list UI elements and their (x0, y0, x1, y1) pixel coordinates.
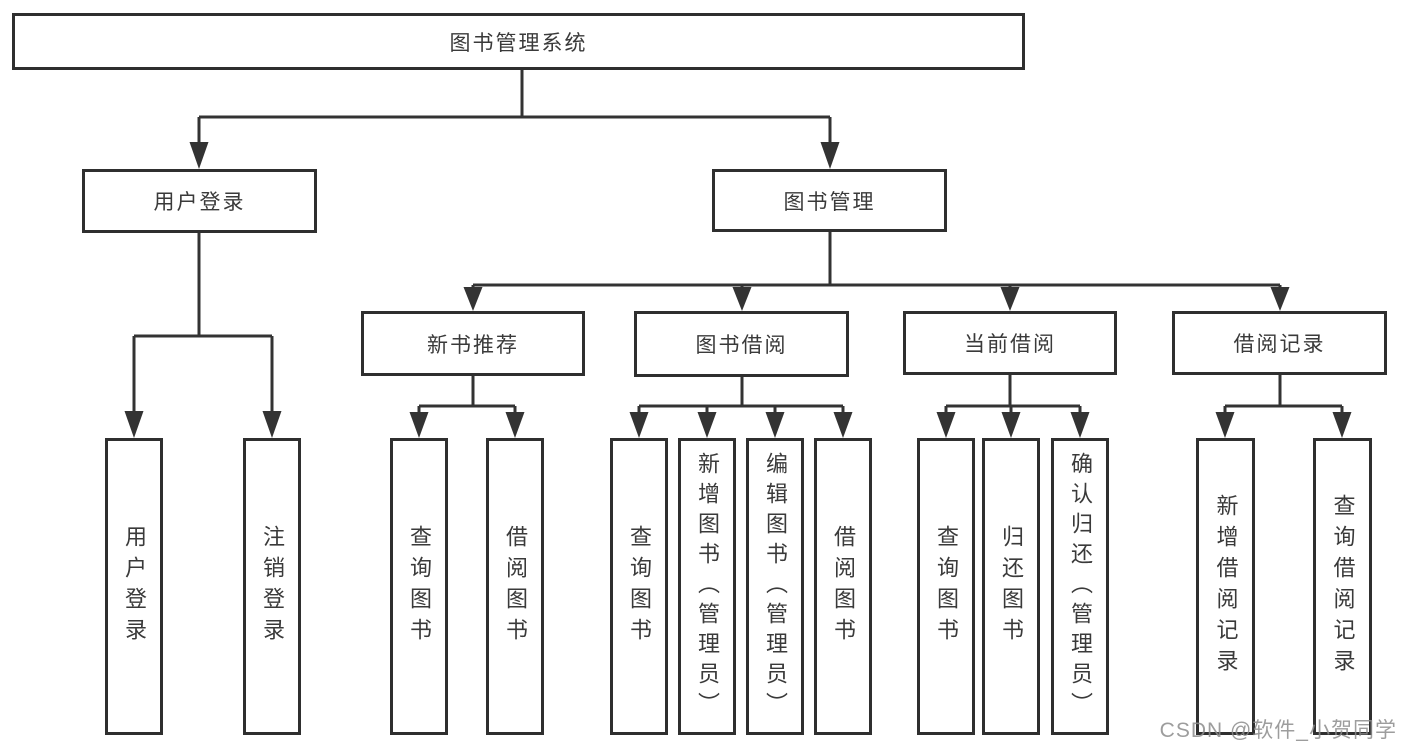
leaf-return-books-label: 归还图书 (999, 524, 1024, 649)
leaf-query-books-3-label: 查询图书 (934, 524, 959, 649)
leaf-query-borrow-record-label: 查询借阅记录 (1330, 493, 1356, 680)
node-book-borrowing: 图书借阅 (634, 311, 849, 377)
leaf-borrow-books-2-label: 借阅图书 (831, 524, 856, 649)
leaf-add-books-admin: 新增图书（管理员） (678, 438, 736, 735)
node-new-book-recommend-label: 新书推荐 (427, 333, 519, 357)
node-new-book-recommend: 新书推荐 (361, 311, 585, 376)
leaf-add-books-admin-label: 新增图书（管理员） (695, 451, 720, 722)
leaf-confirm-return-admin-label: 确认归还（管理员） (1068, 451, 1093, 722)
node-book-management-label: 图书管理 (783, 190, 876, 214)
leaf-query-books-3: 查询图书 (917, 438, 975, 735)
leaf-borrow-books-1-label: 借阅图书 (503, 524, 528, 649)
leaf-user-login-label: 用户登录 (122, 524, 147, 649)
leaf-user-login: 用户登录 (105, 438, 163, 735)
leaf-query-books-2: 查询图书 (610, 438, 668, 735)
node-root: 图书管理系统 (12, 13, 1025, 70)
leaf-borrow-books-2: 借阅图书 (814, 438, 872, 735)
leaf-query-books-2-label: 查询图书 (627, 524, 652, 649)
leaf-return-books: 归还图书 (982, 438, 1040, 735)
node-user-login: 用户登录 (82, 169, 317, 233)
node-root-label: 图书管理系统 (449, 31, 588, 55)
csdn-watermark: CSDN @软件_小贺同学 (1159, 719, 1397, 742)
leaf-logout-login: 注销登录 (243, 438, 301, 735)
leaf-add-borrow-record-label: 新增借阅记录 (1213, 493, 1239, 680)
node-borrowing-records: 借阅记录 (1172, 311, 1387, 375)
leaf-edit-books-admin-label: 编辑图书（管理员） (763, 451, 788, 722)
leaf-query-books-1-label: 查询图书 (407, 524, 432, 649)
node-user-login-label: 用户登录 (153, 191, 246, 214)
node-book-management: 图书管理 (712, 169, 947, 232)
node-book-borrowing-label: 图书借阅 (695, 334, 788, 357)
node-borrowing-records-label: 借阅记录 (1233, 333, 1326, 356)
leaf-confirm-return-admin: 确认归还（管理员） (1051, 438, 1109, 735)
leaf-logout-login-label: 注销登录 (260, 524, 285, 649)
leaf-edit-books-admin: 编辑图书（管理员） (746, 438, 804, 735)
node-current-borrowing-label: 当前借阅 (964, 333, 1056, 356)
leaf-query-books-1: 查询图书 (390, 438, 448, 735)
node-current-borrowing: 当前借阅 (903, 311, 1117, 375)
leaf-borrow-books-1: 借阅图书 (486, 438, 544, 735)
leaf-query-borrow-record: 查询借阅记录 (1313, 438, 1372, 735)
leaf-add-borrow-record: 新增借阅记录 (1196, 438, 1255, 735)
